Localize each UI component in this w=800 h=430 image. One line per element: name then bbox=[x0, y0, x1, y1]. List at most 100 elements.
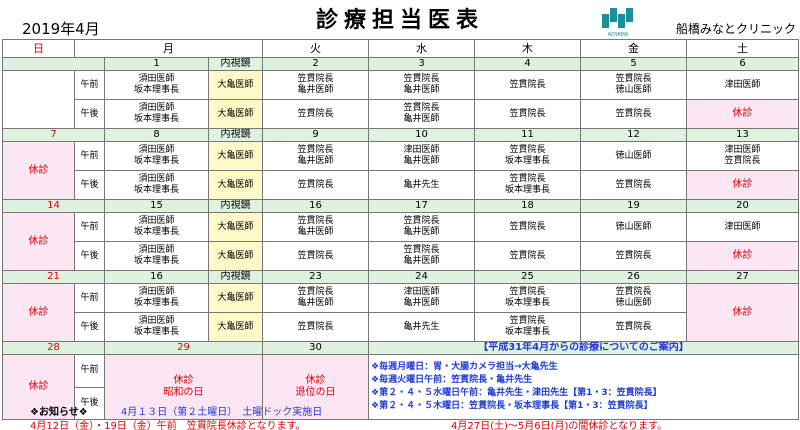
date-cell: 6 bbox=[686, 57, 799, 71]
naishi-doctor: 大亀医師 bbox=[208, 99, 263, 129]
doctor-cell: 笠貫院長坂本理事長 bbox=[474, 312, 581, 342]
date-cell: 17 bbox=[368, 199, 475, 213]
date-monday: 16 bbox=[104, 270, 209, 284]
naishi-doctor: 大亀医師 bbox=[208, 212, 263, 242]
sunday-cell: 休診 bbox=[2, 283, 75, 342]
monday-holiday: 休診昭和の日 bbox=[104, 353, 263, 421]
pm-label: 午後 bbox=[74, 99, 105, 129]
naishi-label: 内視鏡 bbox=[208, 270, 263, 284]
naishi-doctor: 大亀医師 bbox=[208, 141, 263, 171]
doctor-cell: 笠貫院長徳山医師 bbox=[580, 283, 687, 313]
doctor-cell: 笠貫院長亀井医師 bbox=[368, 241, 475, 271]
notice-header: 【平成31年4月からの診療についてのご案内】 bbox=[368, 341, 799, 355]
naishi-doctor: 大亀医師 bbox=[208, 283, 263, 313]
saturday-cell: 津田医師 bbox=[686, 212, 799, 242]
header-monday: 月 bbox=[74, 39, 263, 58]
date-monday: 29 bbox=[104, 341, 263, 355]
pm-label: 午後 bbox=[74, 386, 105, 421]
doctor-cell: 須田医師坂本理事長 bbox=[104, 70, 209, 100]
date-cell: 9 bbox=[262, 128, 369, 142]
doctor-cell: 徳山医師 bbox=[580, 212, 687, 242]
date-cell: 25 bbox=[474, 270, 581, 284]
notice-list: ❖毎週月曜日：胃・大腸カメラ担当→大亀先生❖毎週火曜日午前：笠貫院長・亀井先生❖… bbox=[368, 353, 799, 421]
tuesday-holiday: 休診退位の日 bbox=[262, 353, 369, 421]
doctor-cell: 笠貫院長 bbox=[580, 312, 687, 342]
am-row: 休診午前須田医師坂本理事長大亀医師笠貫院長亀井医師津田医師亀井医師笠貫院長坂本理… bbox=[2, 283, 799, 342]
doctor-cell: 徳山医師 bbox=[580, 141, 687, 171]
date-sunday: 28 bbox=[2, 341, 105, 355]
naishi-doctor: 大亀医師 bbox=[208, 312, 263, 342]
pm-label: 午後 bbox=[74, 312, 105, 342]
date-cell: 27 bbox=[686, 270, 799, 284]
date-sunday: 14 bbox=[2, 199, 105, 213]
saturday-cell: 休診 bbox=[686, 241, 799, 271]
doctor-cell: 笠貫院長徳山医師 bbox=[580, 70, 687, 100]
clinic-logo: AOYAMA bbox=[602, 8, 633, 38]
date-cell: 10 bbox=[368, 128, 475, 142]
naishi-label: 内視鏡 bbox=[208, 199, 263, 213]
date-sunday: 7 bbox=[2, 128, 105, 142]
pm-row: 午後 bbox=[3, 386, 799, 421]
pm-row: 午後須田医師坂本理事長大亀医師笠貫院長亀井先生笠貫院長坂本理事長笠貫院長 bbox=[3, 312, 799, 342]
naishi-doctor: 大亀医師 bbox=[208, 241, 263, 271]
doctor-cell: 笠貫院長 bbox=[474, 70, 581, 100]
date-cell: 4 bbox=[474, 57, 581, 71]
date-sunday: 21 bbox=[2, 270, 105, 284]
saturday-cell: 津田医師 bbox=[686, 70, 799, 100]
am-label: 午前 bbox=[74, 354, 105, 388]
am-row: 午前須田医師坂本理事長大亀医師笠貫院長亀井医師笠貫院長亀井医師笠貫院長笠貫院長徳… bbox=[2, 70, 799, 129]
doctor-cell: 須田医師坂本理事長 bbox=[104, 141, 209, 171]
am-label: 午前 bbox=[74, 212, 105, 242]
page-title: 診療担当医表 bbox=[315, 8, 484, 33]
date-cell: 23 bbox=[262, 270, 369, 284]
sunday-cell: 休診 bbox=[2, 141, 75, 200]
naishi-doctor: 大亀医師 bbox=[208, 70, 263, 100]
doctor-cell: 笠貫院長亀井医師 bbox=[262, 212, 369, 242]
doctor-cell: 津田医師亀井医師 bbox=[368, 283, 475, 313]
notice-item: ❖第２・４・５水曜日午前：亀井先生・津田先生【第1・3：笠貫院長】 bbox=[371, 388, 662, 399]
date-cell: 12 bbox=[580, 128, 687, 142]
doctor-cell: 笠貫院長坂本理事長 bbox=[474, 141, 581, 171]
doctor-cell: 笠貫院長亀井医師 bbox=[262, 70, 369, 100]
notice-dock-day: 4月１３日（第２土曜日） 土曜ドック実施日 bbox=[120, 407, 323, 418]
date-cell: 16 bbox=[262, 199, 369, 213]
notice-item: ❖毎週月曜日：胃・大腸カメラ担当→大亀先生 bbox=[371, 362, 558, 372]
doctor-cell: 亀井先生 bbox=[368, 312, 475, 342]
sunday-cell: 休診 bbox=[2, 212, 75, 271]
am-row: 休診午前須田医師坂本理事長大亀医師笠貫院長亀井医師笠貫院長亀井医師笠貫院長徳山医… bbox=[2, 212, 799, 271]
pm-row: 午後須田医師坂本理事長大亀医師笠貫院長笠貫院長亀井医師笠貫院長笠貫院長休診 bbox=[3, 241, 799, 271]
am-row: 休診午前須田医師坂本理事長大亀医師笠貫院長亀井医師津田医師亀井医師笠貫院長坂本理… bbox=[2, 141, 799, 200]
header-tuesday: 火 bbox=[262, 39, 369, 58]
header-friday: 金 bbox=[580, 39, 687, 58]
notice-line-3: 4月27日(土)～5月6日(月)の間休診となります。 bbox=[451, 421, 668, 430]
doctor-cell: 笠貫院長 bbox=[262, 312, 369, 342]
date-cell: 3 bbox=[368, 57, 475, 71]
date-cell: 24 bbox=[368, 270, 475, 284]
pm-row: 午後須田医師坂本理事長大亀医師笠貫院長笠貫院長亀井医師笠貫院長笠貫院長休診 bbox=[3, 99, 799, 129]
header-wednesday: 水 bbox=[368, 39, 475, 58]
date-monday: 8 bbox=[104, 128, 209, 142]
am-row: 休診午前休診昭和の日休診退位の日❖毎週月曜日：胃・大腸カメラ担当→大亀先生❖毎週… bbox=[2, 353, 799, 421]
date-cell: 2 bbox=[262, 57, 369, 71]
doctor-cell: 笠貫院長 bbox=[580, 241, 687, 271]
date-cell: 26 bbox=[580, 270, 687, 284]
doctor-cell: 笠貫院長坂本理事長 bbox=[474, 170, 581, 200]
saturday-cell: 休診 bbox=[686, 99, 799, 129]
date-cell: 20 bbox=[686, 199, 799, 213]
date-cell: 5 bbox=[580, 57, 687, 71]
doctor-cell: 笠貫院長 bbox=[474, 241, 581, 271]
date-cell: 13 bbox=[686, 128, 799, 142]
svg-text:AOYAMA: AOYAMA bbox=[608, 32, 629, 38]
doctor-cell: 須田医師坂本理事長 bbox=[104, 312, 209, 342]
doctor-cell: 笠貫院長 bbox=[474, 99, 581, 129]
date-monday: 15 bbox=[104, 199, 209, 213]
clinic-name: 船橋みなとクリニック bbox=[676, 22, 797, 36]
doctor-cell: 須田医師坂本理事長 bbox=[104, 212, 209, 242]
doctor-cell: 笠貫院長 bbox=[474, 212, 581, 242]
notice-item: ❖第２・４・５木曜日：笠貫院長・坂本理事長【第1・3：笠貫院長】 bbox=[371, 401, 653, 412]
